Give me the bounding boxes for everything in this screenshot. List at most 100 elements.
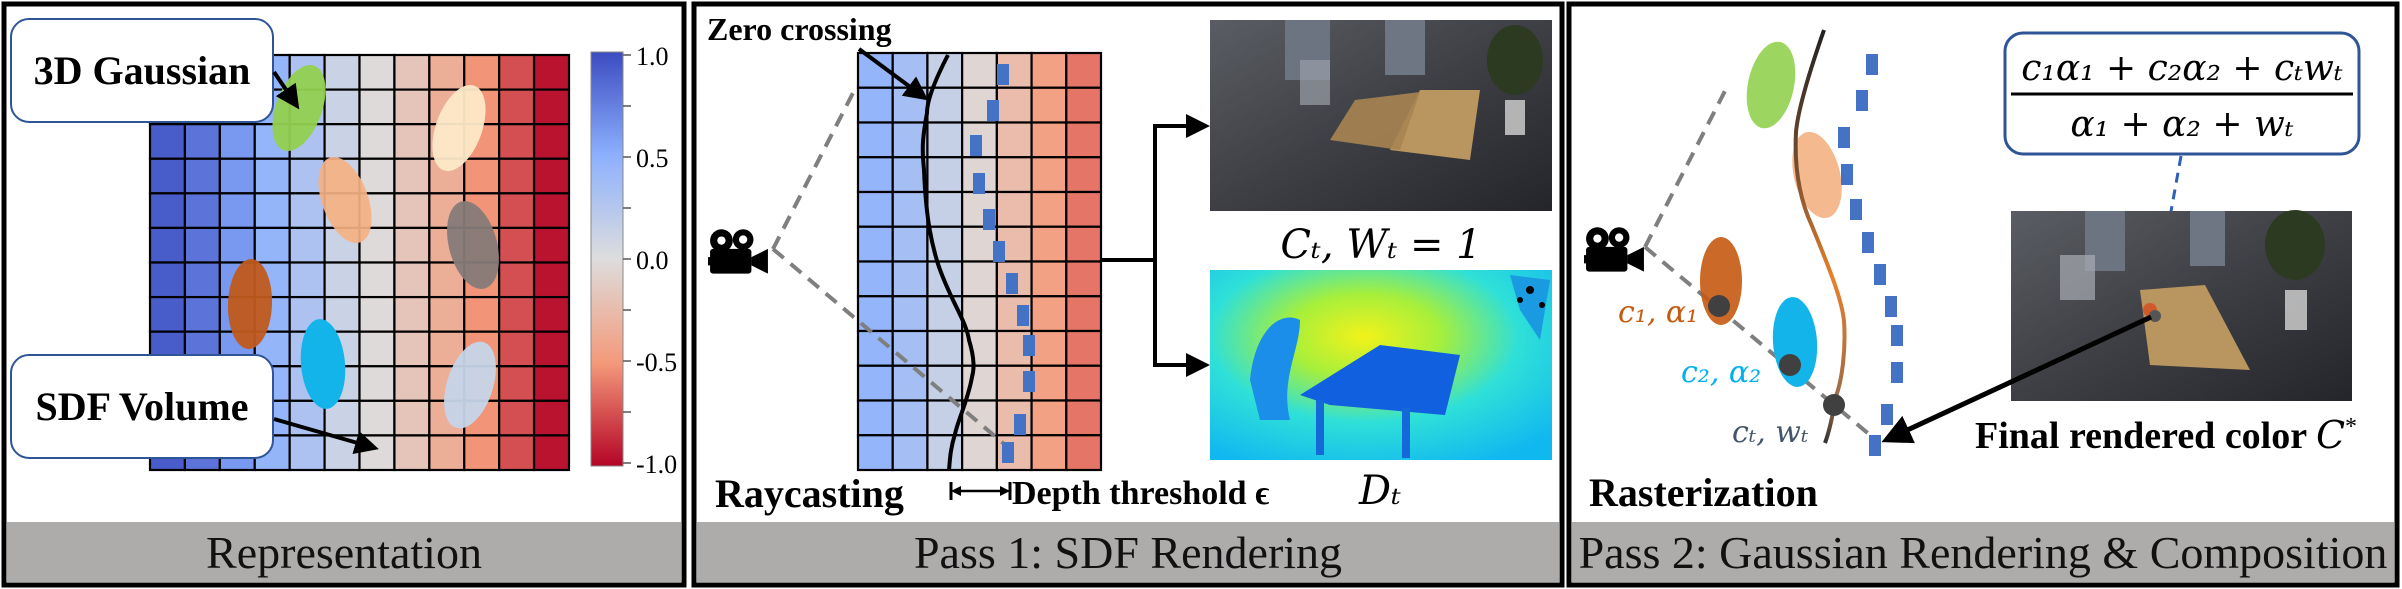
sdf-cell: [961, 295, 998, 333]
surfel-dashes: [1838, 54, 1903, 456]
surfel-dash: [1874, 264, 1886, 285]
sdf-cell: [1065, 329, 1103, 367]
sdf-cell: [532, 123, 571, 160]
sdf-cell: [393, 330, 431, 368]
sdf-cell: [148, 123, 187, 160]
gaussians: [227, 64, 499, 429]
surfel-dash: [1891, 325, 1903, 346]
surfel-dash: [1014, 414, 1026, 435]
sdf-cell: [891, 434, 929, 472]
zero-crossing-curve: [920, 54, 976, 471]
surfel-dash: [1891, 362, 1903, 383]
sdf-cell: [1030, 51, 1068, 89]
colorbar-tick-label: -0.5: [636, 348, 677, 377]
sdf-grid-slice: [856, 51, 1103, 472]
sdf-cell: [891, 399, 929, 437]
rasterization-label: Rasterization: [1589, 470, 1818, 515]
panel-title-representation: Representation: [206, 527, 482, 578]
surfel-dash: [987, 100, 999, 121]
sdf-cell: [1030, 225, 1068, 263]
sdf-cell: [1030, 86, 1068, 124]
sdf-cell: [532, 365, 571, 402]
sdf-cell: [926, 295, 964, 333]
sdf-cell: [218, 226, 256, 264]
sdf-cell: [393, 157, 431, 195]
surfel-dash: [1850, 199, 1862, 220]
sdf-cell: [358, 365, 396, 402]
surfel-dash: [1841, 164, 1853, 185]
surfel-dash: [1866, 54, 1878, 75]
surfel-dash: [1002, 442, 1014, 463]
sdf-cell: [1065, 86, 1103, 124]
final-color-arrow: [1881, 314, 2153, 444]
sdf-cell: [532, 53, 571, 91]
sdf-cell: [1065, 121, 1103, 159]
panel-title-pass2: Pass 2: Gaussian Rendering & Composition: [1579, 527, 2388, 578]
surfel-dash: [1885, 296, 1897, 317]
sdf-cell: [926, 190, 964, 228]
sdf-cell: [358, 434, 396, 472]
formula-denominator: α₁ + α₂ + wₜ: [2070, 104, 2293, 145]
sdf-cell: [856, 399, 894, 437]
sdf-cell: [393, 226, 431, 264]
surfel-dash: [1881, 404, 1893, 425]
sdf-cell: [891, 190, 929, 228]
sdf-cell: [358, 295, 396, 333]
sample-point-1: [1708, 295, 1730, 317]
colorbar-tick-label: 0.0: [636, 246, 669, 275]
sdf-cell: [1065, 434, 1103, 472]
gaussian-cyan: [300, 319, 346, 409]
sdf-callout-box: [10, 354, 274, 459]
sdf-cell: [891, 295, 929, 333]
gaussian1-label: c₁, α₁: [1618, 295, 1698, 330]
sdf-cell: [926, 329, 964, 367]
gaussian-peach: [318, 156, 372, 244]
sdf-cell: [288, 261, 326, 299]
sdf-cell: [393, 365, 431, 402]
sdf-cell: [498, 88, 536, 126]
panel-title-band: [697, 522, 1559, 582]
sdf-cell: [961, 225, 998, 263]
surfel-dash: [1023, 335, 1035, 356]
sdf-cell: [393, 53, 431, 91]
sdf-cell: [1065, 51, 1103, 89]
gaussian-green: [1746, 41, 1796, 129]
depth-threshold-arrow-icon: [949, 482, 1012, 500]
sdf-cell: [1065, 225, 1103, 263]
sdf-cell: [891, 329, 929, 367]
sdf-cell: [856, 121, 894, 159]
output-bracket: [1101, 124, 1157, 365]
sdf-cell: [148, 226, 187, 264]
sdf-cell: [995, 190, 1033, 228]
gaussian-arrow: [272, 70, 300, 110]
sdf-cell: [183, 157, 221, 195]
sdf-cell: [856, 156, 894, 194]
sdf-cell: [532, 330, 571, 368]
sdf-cell: [995, 156, 1033, 194]
final-rendered-image: [2011, 210, 2352, 401]
sdf-cell: [532, 434, 571, 472]
surfel-dash: [970, 135, 982, 156]
sdf-cell: [288, 226, 326, 264]
sdf-cell: [532, 88, 571, 126]
surfel-dash: [1006, 273, 1018, 294]
surfel-dash: [1856, 90, 1868, 111]
panel-pass1: Zero crossing Raycasting Depth threshold…: [691, 1, 1565, 588]
sdf-cell: [358, 88, 396, 126]
sdf-cell: [1065, 156, 1103, 194]
final-color-symbol: C: [2316, 413, 2345, 457]
panel-title-pass1: Pass 1: SDF Rendering: [914, 527, 1342, 578]
sdf-cell: [323, 261, 361, 299]
sdf-cell: [253, 226, 291, 264]
sdf-cell: [148, 157, 187, 195]
sdf-cell: [856, 434, 894, 472]
colorbar-gradient: [590, 51, 624, 467]
sdf-cell: [532, 261, 571, 299]
sdf-cell: [428, 295, 466, 333]
surfel-dash: [1023, 371, 1035, 392]
sample-point-surface: [1823, 394, 1845, 416]
sdf-cell: [393, 295, 431, 333]
panel-pass2: c₁, α₁ c₂, α₂ cₜ, wₜ c₁α₁ + c₂α₂ + cₜwₜ …: [1566, 1, 2400, 588]
colorbar: 1.00.50.0-0.5-1.0: [590, 42, 677, 479]
